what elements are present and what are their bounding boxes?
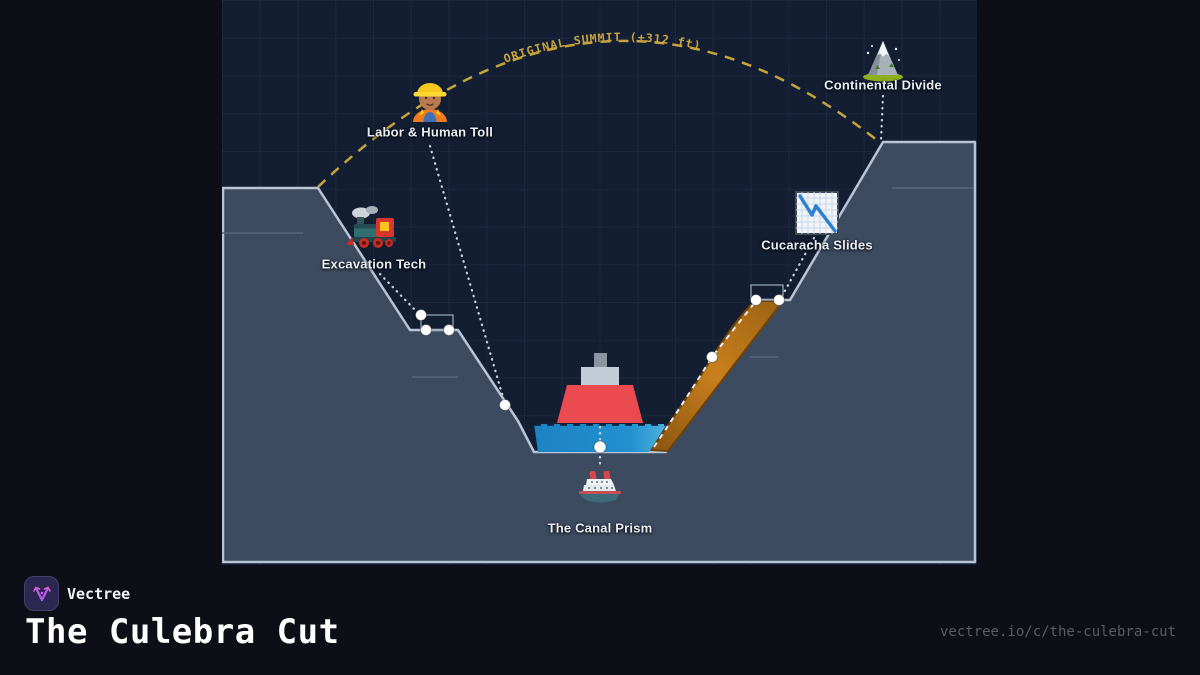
brand-name: Vectree bbox=[67, 585, 131, 603]
original-summit-label: ORIGINAL SUMMIT (+312 ft) bbox=[502, 30, 703, 66]
snow-capped-mountain-icon[interactable] bbox=[863, 41, 903, 82]
vectree-logo-icon bbox=[32, 585, 51, 601]
node-label-labor-human-toll[interactable]: Labor & Human Toll bbox=[366, 124, 494, 140]
ship-cross-section bbox=[557, 353, 643, 423]
page-title: The Culebra Cut bbox=[25, 612, 340, 652]
node-label-canal-prism[interactable]: The Canal Prism bbox=[547, 520, 653, 536]
canal-water bbox=[534, 424, 667, 452]
share-url: vectree.io/c/the-culebra-cut bbox=[939, 624, 1176, 640]
vectree-logo bbox=[24, 576, 59, 611]
diagram-panel: ORIGINAL SUMMIT (+312 ft) bbox=[222, 0, 977, 565]
node-label-continental-divide[interactable]: Continental Divide bbox=[824, 77, 942, 93]
node-label-excavation-tech[interactable]: Excavation Tech bbox=[321, 256, 427, 272]
culebra-cut-diagram: ORIGINAL SUMMIT (+312 ft) bbox=[222, 30, 977, 564]
locomotive-icon[interactable] bbox=[346, 206, 396, 248]
passenger-ship-icon[interactable] bbox=[579, 470, 621, 503]
original-summit-arc bbox=[316, 39, 880, 189]
contour-ticks bbox=[222, 187, 973, 378]
node-label-cucaracha-slides[interactable]: Cucaracha Slides bbox=[761, 237, 873, 253]
bench-boxes bbox=[420, 284, 784, 331]
connector-lines bbox=[378, 94, 885, 470]
chart-decreasing-icon[interactable] bbox=[795, 191, 839, 235]
construction-worker-icon[interactable] bbox=[413, 83, 447, 122]
connector-dots bbox=[415, 294, 785, 454]
